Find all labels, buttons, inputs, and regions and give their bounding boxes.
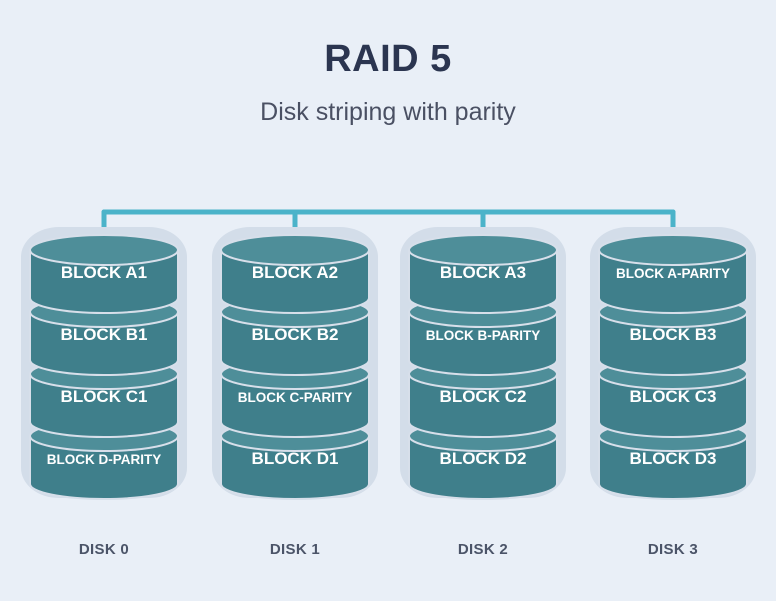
diagram-title: RAID 5 [324,38,452,80]
block-label: BLOCK B3 [630,325,717,344]
block-label: BLOCK C1 [61,387,148,406]
block-label: BLOCK B1 [61,325,148,344]
block-block-a2: BLOCK A2 [220,234,370,314]
block-label: BLOCK A-PARITY [616,266,730,281]
block-block-a-parity: BLOCK A-PARITY [598,234,748,314]
block-label: BLOCK A1 [61,263,147,282]
disk-1: BLOCK D1 BLOCK C-PARITY BLOCK B2 BLOCK A2 [212,227,378,500]
disk-0: BLOCK D-PARITY BLOCK C1 BLOCK B1 BLOCK A1 [21,227,187,500]
block-label: BLOCK D-PARITY [47,452,162,467]
block-label: BLOCK A3 [440,263,526,282]
disk-label-0: DISK 0 [78,541,130,558]
block-label: BLOCK B-PARITY [426,328,541,343]
block-label: BLOCK C-PARITY [238,390,353,405]
block-block-a1: BLOCK A1 [29,234,179,314]
block-label: BLOCK C3 [630,387,717,406]
disk-label-3: DISK 3 [647,541,699,558]
disk-2: BLOCK D2 BLOCK C2 BLOCK B-PARITY BLOCK A3 [400,227,566,500]
disk-label-1: DISK 1 [269,541,321,558]
controller-connector [101,209,676,249]
block-label: BLOCK C2 [440,387,527,406]
block-label: BLOCK D3 [630,449,717,468]
disk-3: BLOCK D3 BLOCK C3 BLOCK B3 BLOCK A-PARITY [590,227,756,500]
disk-label-2: DISK 2 [457,541,509,558]
block-label: BLOCK B2 [252,325,339,344]
diagram-subtitle: Disk striping with parity [260,98,516,126]
block-label: BLOCK A2 [252,263,338,282]
block-label: BLOCK D2 [440,449,527,468]
block-block-a3: BLOCK A3 [408,234,558,314]
block-label: BLOCK D1 [252,449,339,468]
